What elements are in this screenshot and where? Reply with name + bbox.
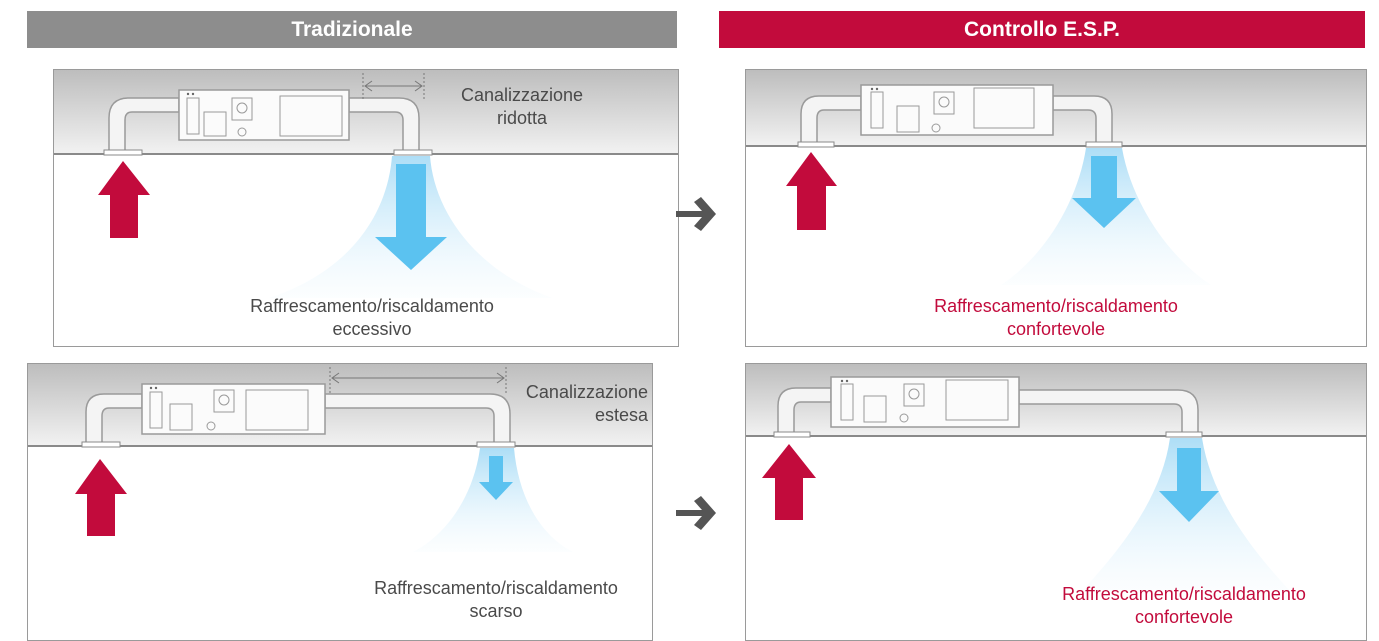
red-up-arrow-icon	[762, 444, 816, 520]
result-label: Raffrescamento/riscaldamento confortevol…	[906, 295, 1206, 341]
blue-down-arrow-icon	[479, 456, 513, 500]
result-label: Raffrescamento/riscaldamento confortevol…	[1034, 583, 1334, 629]
result-label-line1: Raffrescamento/riscaldamento	[250, 296, 494, 316]
airflow-cone	[413, 448, 573, 552]
panel-traditional-long-duct: Canalizzazione estesa Raffrescamento/ris…	[27, 363, 653, 641]
duct-label: Canalizzazione ridotta	[452, 84, 592, 130]
blue-down-arrow-icon	[375, 164, 447, 270]
right-arrow-icon	[676, 496, 716, 530]
result-label-line2: scarso	[469, 601, 523, 621]
header-esp-control: Controllo E.S.P.	[719, 11, 1365, 48]
duct-label-line2: ridotta	[496, 108, 548, 128]
result-label-line1: Raffrescamento/riscaldamento	[934, 296, 1178, 316]
duct-label-line2: estesa	[594, 405, 648, 425]
right-arrow-icon	[676, 197, 716, 231]
result-label-line2: confortevole	[1006, 319, 1106, 339]
result-label: Raffrescamento/riscaldamento eccessivo	[222, 295, 522, 341]
indoor-duct-unit	[178, 89, 350, 141]
result-label-line1: Raffrescamento/riscaldamento	[374, 578, 618, 598]
header-traditional-label: Tradizionale	[291, 17, 413, 41]
panel-esp-long-duct: Raffrescamento/riscaldamento confortevol…	[745, 363, 1367, 641]
blue-down-arrow-icon	[1072, 156, 1136, 228]
indoor-duct-unit	[830, 376, 1020, 428]
duct-label-line1: Canalizzazione	[525, 382, 648, 402]
red-up-arrow-icon	[75, 459, 127, 536]
blue-down-arrow-icon	[1159, 448, 1219, 522]
red-up-arrow-icon	[786, 152, 837, 230]
header-esp-label: Controllo E.S.P.	[964, 17, 1120, 41]
panel-traditional-short-duct: Canalizzazione ridotta Raffrescamento/ri…	[53, 69, 679, 347]
red-up-arrow-icon	[98, 161, 150, 238]
result-label-line2: confortevole	[1134, 607, 1234, 627]
panel-esp-short-duct: Raffrescamento/riscaldamento confortevol…	[745, 69, 1367, 347]
result-label-line2: eccessivo	[332, 319, 412, 339]
result-label-line1: Raffrescamento/riscaldamento	[1062, 584, 1306, 604]
result-label: Raffrescamento/riscaldamento scarso	[346, 577, 646, 623]
duct-label: Canalizzazione estesa	[494, 381, 648, 427]
indoor-duct-unit	[141, 383, 326, 435]
duct-label-line1: Canalizzazione	[460, 85, 584, 105]
indoor-duct-unit	[860, 84, 1054, 136]
header-traditional: Tradizionale	[27, 11, 677, 48]
